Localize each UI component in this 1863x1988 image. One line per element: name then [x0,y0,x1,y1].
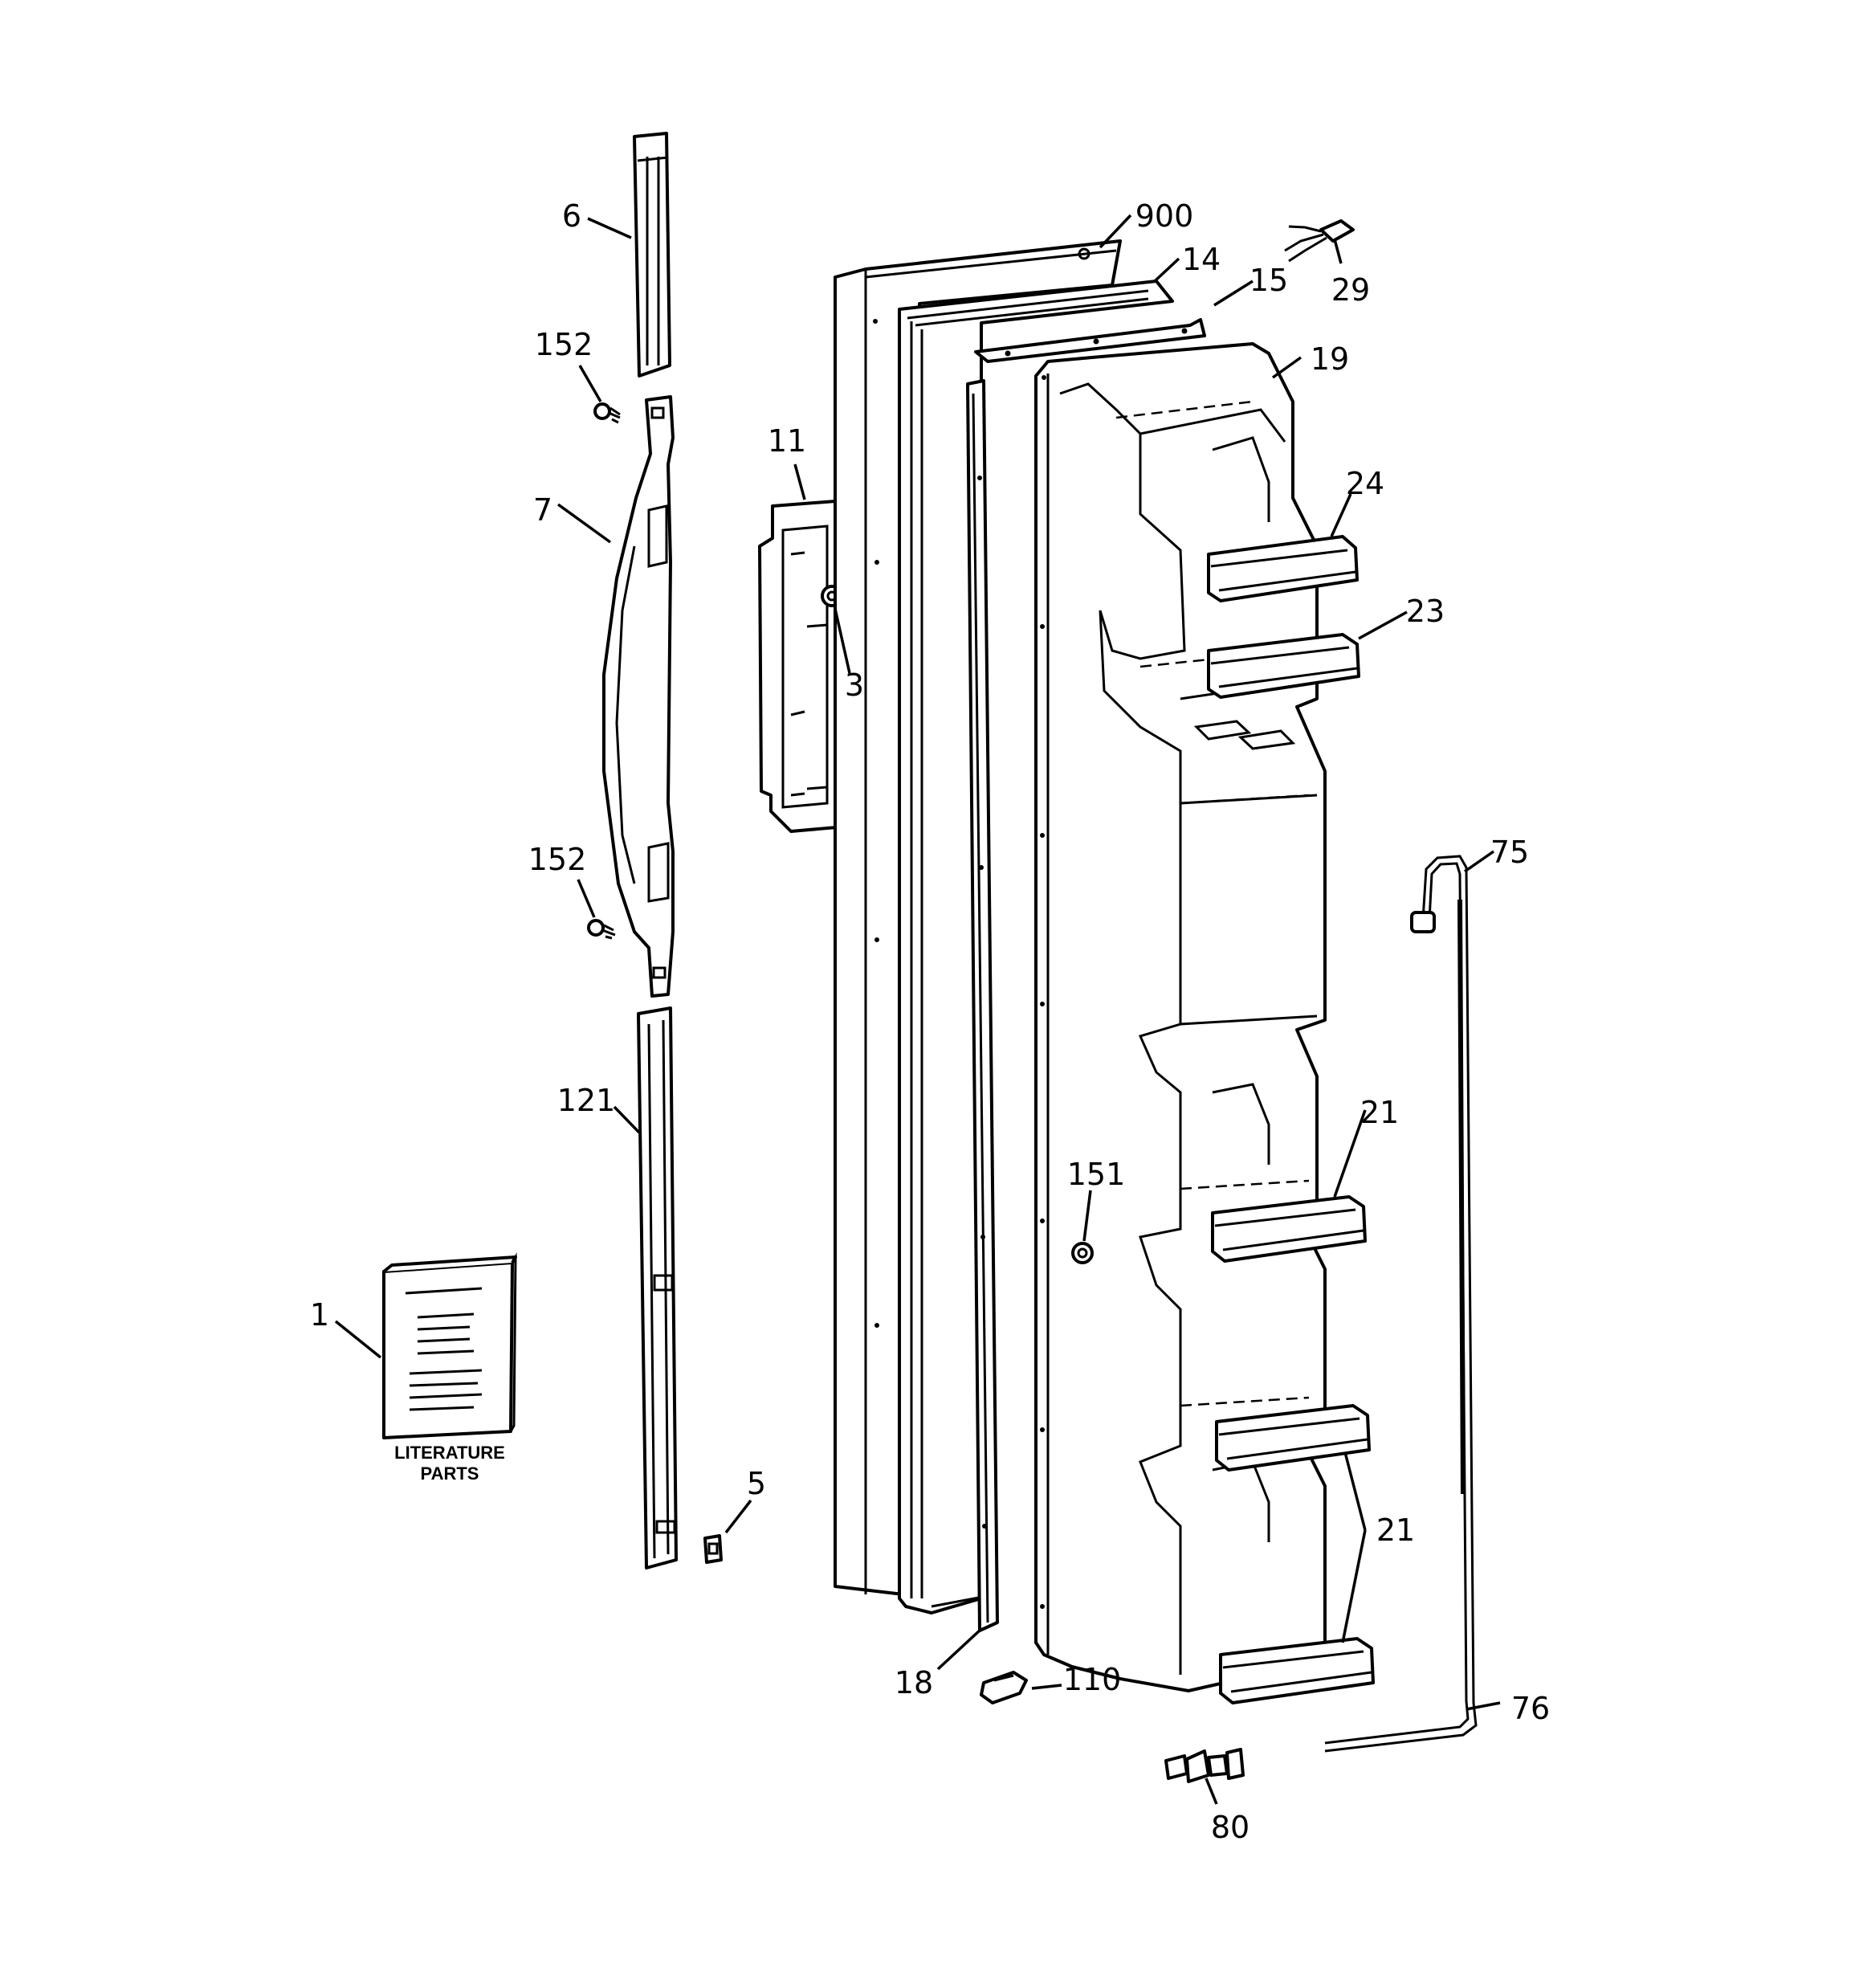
callout-152-upper: 152 [535,327,593,362]
callout-23: 23 [1406,594,1445,629]
callout-1: 1 [310,1297,329,1333]
callout-24: 24 [1346,466,1384,501]
part-151-screw [1071,1242,1094,1264]
callout-21-lower: 21 [1376,1512,1415,1548]
leader-lines [334,214,1501,1805]
callout-900: 900 [1135,198,1194,234]
callout-3: 3 [845,667,864,703]
part-21-shelf-bar-middle [1215,1404,1371,1472]
part-1-literature-book [382,1252,517,1439]
part-80-fitting [1164,1748,1245,1783]
part-5-clip [703,1534,723,1564]
part-21-shelf-bar-lower [1219,1637,1375,1704]
callout-151: 151 [1067,1157,1126,1192]
part-152-screw-lower [587,919,616,940]
callout-80: 80 [1211,1810,1249,1845]
part-23-shelf-bar [1207,633,1360,699]
callout-7: 7 [533,492,552,528]
part-18-side-strip [966,379,999,1632]
callout-19: 19 [1311,341,1349,377]
part-110-cover [980,1671,1028,1704]
part-21-shelf-bar-upper [1211,1195,1367,1263]
part-24-shelf-bar [1207,535,1359,602]
callout-110: 110 [1063,1662,1122,1697]
callout-6: 6 [562,198,581,234]
callout-121: 121 [557,1083,616,1118]
callout-14: 14 [1182,242,1221,277]
callout-75: 75 [1490,835,1529,870]
callout-29: 29 [1331,272,1370,308]
part-6-handle-cap-top [633,132,671,378]
part-152-screw-upper [593,402,621,424]
callout-152-lower: 152 [528,842,587,877]
part-75-water-tube [1324,855,1478,1753]
callout-11: 11 [768,423,806,459]
book-caption-line2: PARTS [421,1463,479,1484]
part-11-door-stop-bracket [758,500,838,833]
callout-15: 15 [1249,263,1288,298]
callout-5: 5 [747,1466,766,1501]
callout-76: 76 [1511,1691,1550,1726]
part-29-wire-harness [1284,219,1355,263]
part-15-top-strip [974,318,1206,363]
part-121-handle-trim [637,1006,678,1570]
callout-18: 18 [895,1665,933,1700]
part-7-door-handle [602,395,675,998]
book-caption-line1: LITERATURE [394,1443,505,1463]
callout-21-upper: 21 [1360,1095,1399,1130]
